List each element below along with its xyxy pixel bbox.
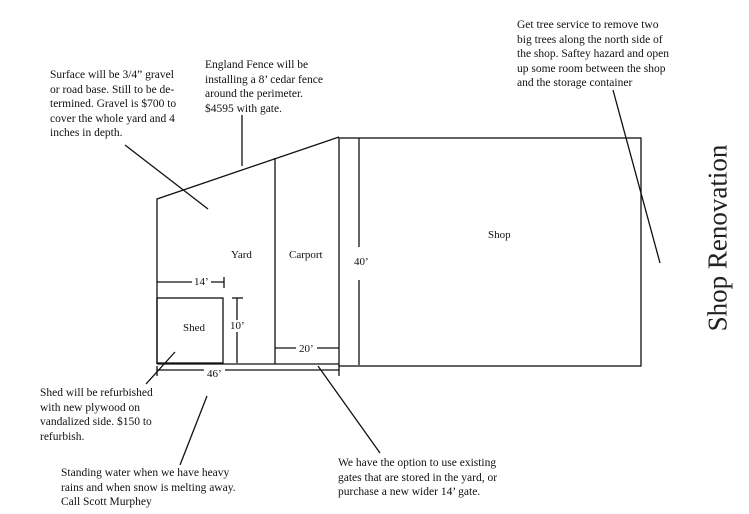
shed-pointer [145,351,176,385]
shed-outline [156,297,224,364]
shed-width-label: 14’ [192,276,211,288]
shed-note: Shed will be refurbished with new plywoo… [40,387,153,443]
shed-height-label: 10’ [230,320,245,332]
trees-pointer [612,89,661,264]
carport-label: Carport [289,249,323,261]
surface-pointer [124,144,209,210]
yard-width-label: 46’ [204,368,225,380]
trees-note: Get tree service to remove two big trees… [517,19,670,89]
gates-pointer [317,365,381,454]
page-title: Shop Renovation [702,144,733,332]
depth-label: 40’ [354,256,369,268]
water-note: Standing water when we have heavy rains … [61,467,236,508]
shop-label: Shop [488,229,511,241]
shop-outline [338,137,642,367]
fence-note: England Fence will be installing a 8’ ce… [205,59,323,115]
gates-note: We have the option to use existing gates… [338,457,498,498]
shed-label: Shed [183,322,205,334]
surface-note: Surface will be 3/4” gravel or road base… [50,69,177,139]
yard-label: Yard [231,249,252,261]
carport-width-label: 20’ [296,343,317,355]
water-pointer [179,395,208,466]
